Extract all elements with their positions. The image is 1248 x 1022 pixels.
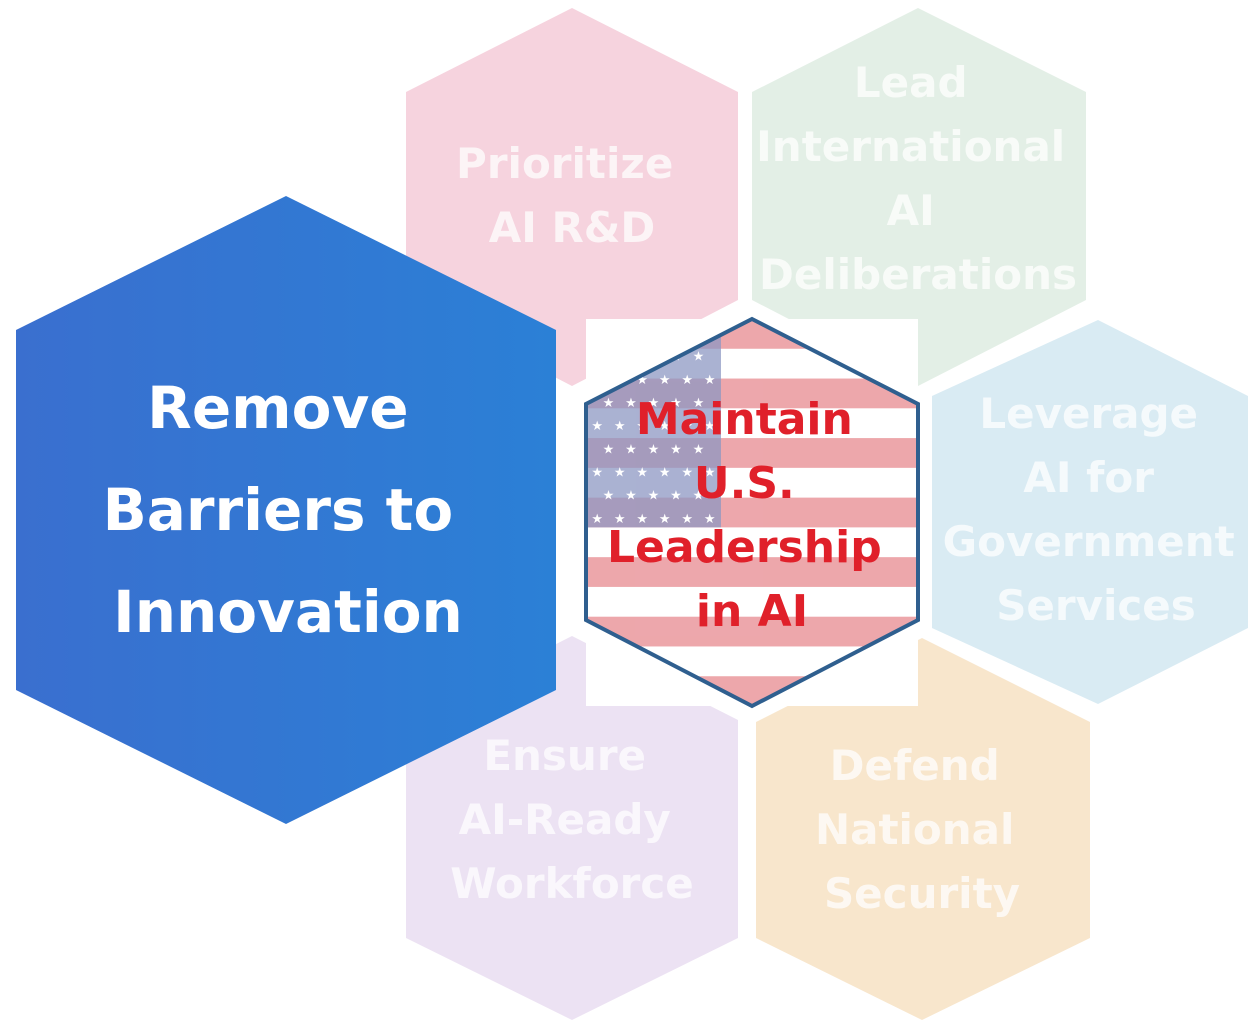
focus-hexagon (16, 196, 556, 824)
flag-stripe (586, 557, 918, 587)
flag-star: ★ (659, 512, 671, 527)
pillar-leverage-ai-for-government-services: Leverage AI for Government Services (932, 320, 1248, 704)
flag-star: ★ (681, 419, 693, 434)
flag-star: ★ (681, 465, 693, 480)
flag-star: ★ (614, 512, 626, 527)
pillar-hexagon (406, 8, 738, 386)
pillar-hexagon (756, 638, 1090, 1020)
pillar-label: Prioritize AI R&D (456, 139, 688, 252)
flag-star: ★ (693, 489, 705, 504)
flag-star: ★ (636, 512, 648, 527)
flag-star: ★ (648, 396, 660, 411)
pillar-ensure-ai-ready-workforce: Ensure AI-Ready Workforce (406, 636, 738, 1020)
flag-star: ★ (681, 373, 693, 388)
flag-star: ★ (636, 419, 648, 434)
pillar-hexagon (752, 8, 1086, 386)
center-hexagon-border (584, 316, 920, 709)
flag-star: ★ (670, 396, 682, 411)
flag-star: ★ (603, 489, 615, 504)
pillar-prioritize-ai-rnd: Prioritize AI R&D (406, 8, 738, 386)
pillar-label: Ensure AI-Ready Workforce (450, 731, 694, 908)
flag-star: ★ (659, 419, 671, 434)
focus-label: Remove Barriers to Innovation (103, 374, 474, 646)
center-hexagon: ★★★★★★★★★★★★★★★★★★★★★★★★★★★★★★★★★★★★★★★★… (584, 316, 920, 709)
pillar-hexagon (406, 636, 738, 1020)
flag-star: ★ (648, 489, 660, 504)
center-label: Maintain U.S. Leadership in AI (607, 394, 897, 637)
flag-star: ★ (648, 442, 660, 457)
flag-star: ★ (693, 350, 705, 365)
flag-star: ★ (636, 373, 648, 388)
flag-star: ★ (636, 465, 648, 480)
flag-star: ★ (704, 465, 716, 480)
flag-star: ★ (704, 512, 716, 527)
flag-star: ★ (614, 419, 626, 434)
pillar-label: Lead International AI Deliberations (756, 58, 1080, 299)
flag-star: ★ (603, 396, 615, 411)
flag-star: ★ (614, 465, 626, 480)
pillar-label: Leverage AI for Government Services (943, 389, 1248, 630)
flag-star: ★ (591, 512, 603, 527)
flag-stripe (586, 616, 918, 647)
flag-star: ★ (681, 512, 693, 527)
focus-hexagon-remove-barriers: Remove Barriers to Innovation (16, 196, 556, 824)
flag-star: ★ (591, 419, 603, 434)
flag-star: ★ (693, 396, 705, 411)
flag-star: ★ (704, 419, 716, 434)
flag-star: ★ (625, 442, 637, 457)
flag-star: ★ (670, 442, 682, 457)
pillar-label: Defend National Security (815, 741, 1029, 918)
pillar-hexagon (932, 320, 1248, 704)
flag-star: ★ (659, 465, 671, 480)
flag-star: ★ (659, 373, 671, 388)
flag-star: ★ (625, 396, 637, 411)
flag-star: ★ (704, 373, 716, 388)
flag-star: ★ (603, 442, 615, 457)
flag-star: ★ (670, 489, 682, 504)
pillar-defend-national-security: Defend National Security (756, 638, 1090, 1020)
pillar-lead-international-ai-deliberations: Lead International AI Deliberations (752, 8, 1086, 386)
flag-star: ★ (693, 442, 705, 457)
flag-star: ★ (591, 465, 603, 480)
flag-star: ★ (625, 489, 637, 504)
